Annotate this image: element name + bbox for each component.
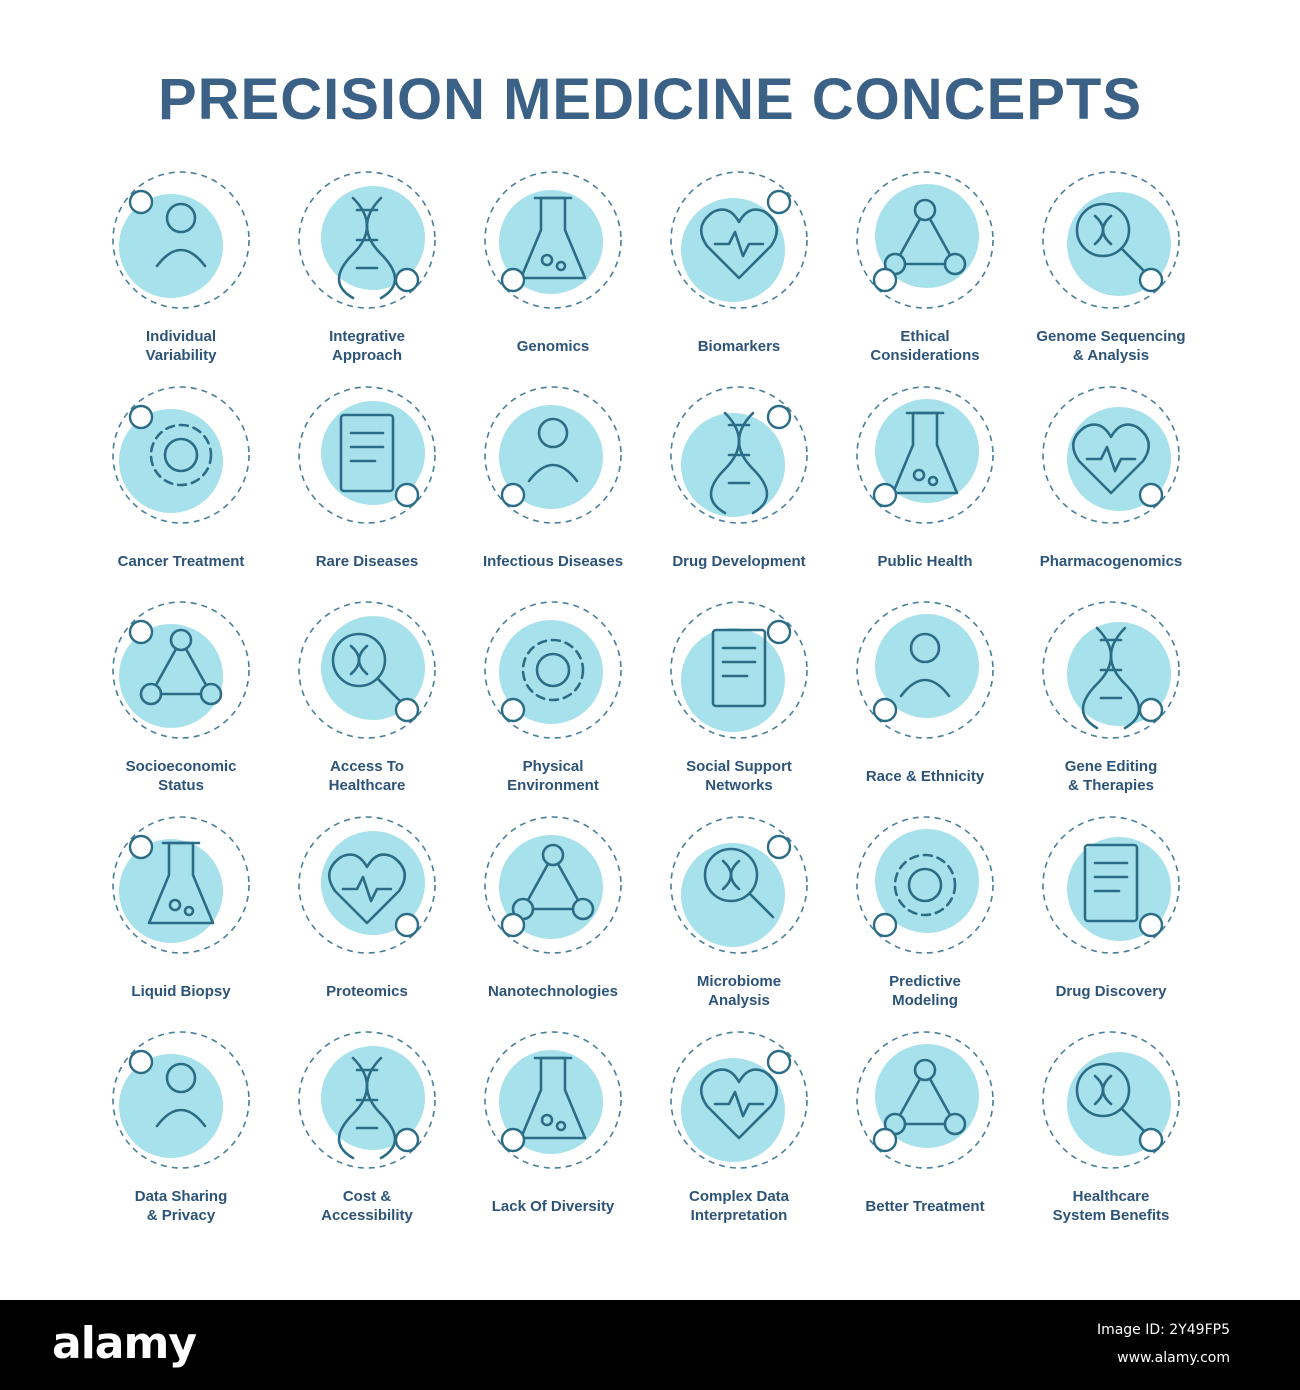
watermark-url: www.alamy.com bbox=[1117, 1350, 1230, 1366]
shield-person-icon bbox=[1039, 1028, 1183, 1172]
concept-label: Ethical Considerations bbox=[870, 328, 980, 364]
concept-label: Social Support Networks bbox=[686, 758, 792, 794]
faces-network-icon bbox=[481, 1028, 625, 1172]
virus-icon bbox=[481, 383, 625, 527]
cell-dna-icon bbox=[109, 383, 253, 527]
globe-people-icon bbox=[853, 383, 997, 527]
icon-grid: Individual Variability Integrative Approa… bbox=[88, 160, 1204, 1240]
bacteria-icon bbox=[667, 813, 811, 957]
concept-label: Integrative Approach bbox=[329, 328, 405, 364]
person-target-icon bbox=[109, 168, 253, 312]
test-tubes-icon bbox=[295, 813, 439, 957]
concept-item: Ethical Considerations bbox=[832, 160, 1018, 375]
watermark-bar bbox=[0, 1300, 1300, 1390]
concept-label: Gene Editing & Therapies bbox=[1064, 758, 1158, 794]
concept-item: Physical Environment bbox=[460, 590, 646, 805]
concept-label: Predictive Modeling bbox=[889, 973, 961, 1009]
concept-label: Proteomics bbox=[326, 982, 408, 1000]
microscope-icon bbox=[109, 813, 253, 957]
concept-label: Socioeconomic Status bbox=[125, 758, 237, 794]
concept-item: Genome Sequencing & Analysis bbox=[1018, 160, 1204, 375]
concept-label: Better Treatment bbox=[865, 1197, 985, 1215]
concept-item: Drug Discovery bbox=[1018, 805, 1204, 1020]
dna-icon bbox=[481, 168, 625, 312]
lab-sample-icon bbox=[667, 168, 811, 312]
leaf-co2-icon bbox=[481, 598, 625, 742]
concept-item: Individual Variability bbox=[88, 160, 274, 375]
flask-target-icon bbox=[667, 383, 811, 527]
concept-label: Lack Of Diversity bbox=[491, 1197, 615, 1215]
concept-label: Nanotechnologies bbox=[487, 982, 618, 1000]
concept-label: Biomarkers bbox=[697, 337, 781, 355]
concept-item: Pharmacogenomics bbox=[1018, 375, 1204, 590]
concept-item: Infectious Diseases bbox=[460, 375, 646, 590]
concept-label: Healthcare System Benefits bbox=[1052, 1188, 1170, 1224]
concept-item: Drug Development bbox=[646, 375, 832, 590]
concept-item: Better Treatment bbox=[832, 1020, 1018, 1235]
robot-dna-icon bbox=[853, 813, 997, 957]
concept-label: Individual Variability bbox=[145, 328, 217, 364]
stethoscope-pill-icon bbox=[853, 1028, 997, 1172]
concept-label: Cost & Accessibility bbox=[321, 1188, 413, 1224]
dna-wrench-icon bbox=[1039, 598, 1183, 742]
ribbon-dna-icon bbox=[295, 383, 439, 527]
concept-item: Lack Of Diversity bbox=[460, 1020, 646, 1235]
concept-item: Social Support Networks bbox=[646, 590, 832, 805]
concept-label: Access To Healthcare bbox=[328, 758, 406, 794]
concept-label: Genome Sequencing & Analysis bbox=[1036, 328, 1186, 364]
concept-label: Public Health bbox=[877, 552, 973, 570]
concept-label: Microbiome Analysis bbox=[696, 973, 782, 1009]
watermark-image-id: Image ID: 2Y49FP5 bbox=[1096, 1322, 1230, 1338]
database-warning-icon bbox=[667, 1028, 811, 1172]
concept-item: Predictive Modeling bbox=[832, 805, 1018, 1020]
concept-item: Microbiome Analysis bbox=[646, 805, 832, 1020]
concept-item: Healthcare System Benefits bbox=[1018, 1020, 1204, 1235]
concept-label: Complex Data Interpretation bbox=[688, 1188, 790, 1224]
concept-item: Gene Editing & Therapies bbox=[1018, 590, 1204, 805]
lock-globe-icon bbox=[109, 1028, 253, 1172]
concept-item: Liquid Biopsy bbox=[88, 805, 274, 1020]
concept-label: Rare Diseases bbox=[315, 552, 419, 570]
concept-item: Complex Data Interpretation bbox=[646, 1020, 832, 1235]
watermark-logo: alamy bbox=[52, 1318, 197, 1369]
concept-label: Drug Discovery bbox=[1055, 982, 1167, 1000]
dna-magnifier-icon bbox=[1039, 168, 1183, 312]
concept-label: Cancer Treatment bbox=[117, 552, 245, 570]
concept-label: Physical Environment bbox=[507, 758, 599, 794]
concept-item: Proteomics bbox=[274, 805, 460, 1020]
medical-document-icon bbox=[853, 168, 997, 312]
concept-label: Pharmacogenomics bbox=[1039, 552, 1183, 570]
concept-item: Nanotechnologies bbox=[460, 805, 646, 1020]
page-title: PRECISION MEDICINE CONCEPTS bbox=[157, 67, 1143, 132]
concept-item: Biomarkers bbox=[646, 160, 832, 375]
concept-item: Cost & Accessibility bbox=[274, 1020, 460, 1235]
concept-item: Data Sharing & Privacy bbox=[88, 1020, 274, 1235]
concept-item: Rare Diseases bbox=[274, 375, 460, 590]
concept-item: Race & Ethnicity bbox=[832, 590, 1018, 805]
concept-item: Access To Healthcare bbox=[274, 590, 460, 805]
concept-item: Public Health bbox=[832, 375, 1018, 590]
money-bag-icon bbox=[295, 1028, 439, 1172]
concept-label: Liquid Biopsy bbox=[131, 982, 231, 1000]
hands-globe-icon bbox=[295, 598, 439, 742]
gear-molecule-icon bbox=[481, 813, 625, 957]
concept-label: Drug Development bbox=[672, 552, 806, 570]
concept-item: Genomics bbox=[460, 160, 646, 375]
target-dna-icon bbox=[1039, 383, 1183, 527]
concept-item: Socioeconomic Status bbox=[88, 590, 274, 805]
concept-label: Genomics bbox=[516, 337, 590, 355]
concept-item: Cancer Treatment bbox=[88, 375, 274, 590]
eye-network-icon bbox=[1039, 813, 1183, 957]
flowchart-icon bbox=[295, 168, 439, 312]
family-icon bbox=[853, 598, 997, 742]
people-heart-icon bbox=[109, 598, 253, 742]
concept-item: Integrative Approach bbox=[274, 160, 460, 375]
concept-label: Race & Ethnicity bbox=[865, 767, 985, 785]
concept-label: Data Sharing & Privacy bbox=[134, 1188, 228, 1224]
network-people-icon bbox=[667, 598, 811, 742]
concept-label: Infectious Diseases bbox=[482, 552, 624, 570]
